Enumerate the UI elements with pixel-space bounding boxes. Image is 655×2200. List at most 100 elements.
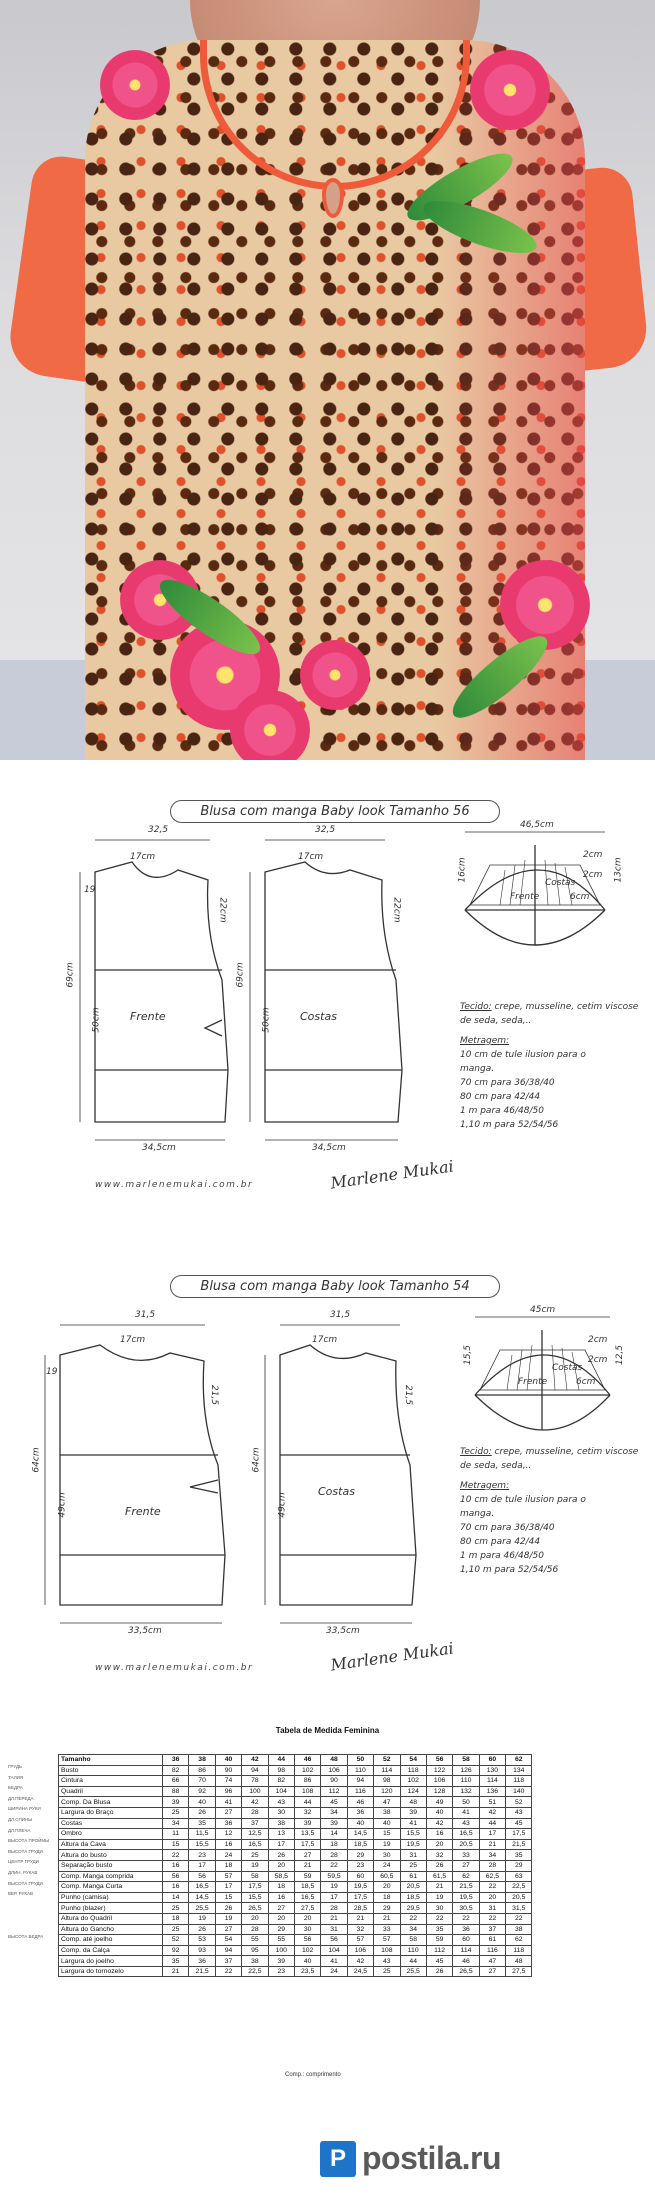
table-cell: 66 [161,1775,190,1787]
size-header-cell: 58 [452,1754,480,1766]
size-header-cell: 40 [214,1754,243,1766]
table-cell: 43 [373,1955,401,1967]
russian-label: ВЕР. РУКАВ [8,1891,34,1897]
table-cell: 16 [161,1881,190,1893]
table-cell: 37 [478,1923,507,1936]
table-cell: 29 [373,1902,401,1914]
table-cell: 18,5 [346,1838,375,1851]
table-cell: 57 [373,1934,401,1946]
table-cell: 95 [241,1944,269,1957]
postila-watermark: P postila.ru [320,2140,502,2177]
table-cell: 48 [505,1955,533,1967]
table-cell: 59 [293,1870,322,1883]
table-cell: 98 [373,1775,401,1787]
watermark-logo-icon: P [320,2140,356,2177]
table-cell: 39 [293,1817,322,1830]
size-header-cell: 52 [373,1754,401,1766]
sleeve-inner-a: 2cm [583,850,603,860]
table-cell: 13,5 [293,1828,322,1840]
table-cell: 39 [399,1806,427,1819]
table-cell: 62 [505,1934,533,1946]
table-cell: 59,5 [320,1870,348,1883]
table-cell: 38 [373,1806,401,1819]
russian-label: ВЫСОТА ГРУДИ [8,1848,43,1854]
flower-print [230,690,310,760]
table-cell: 19 [373,1838,401,1851]
table-cell: 57 [214,1870,243,1883]
table-cell: 21 [320,1912,348,1925]
table-cell: 29,5 [399,1902,427,1914]
table-cell: 28 [241,1923,269,1936]
front-top-width: 32,5 [148,825,169,835]
table-cell: 134 [505,1764,533,1777]
sheet-title: Blusa com manga Baby look Tamanho 56 [170,800,500,823]
table-cell: 39 [267,1955,295,1967]
table-cell: 94 [214,1944,243,1957]
front-piece-label: Frente [125,1505,161,1518]
table-cell: 22 [505,1912,533,1925]
sleeve-back-label: Costas [552,1363,583,1373]
table-cell: 34 [399,1923,427,1936]
row-label: Punho (blazer) [58,1902,163,1914]
table-cell: 106 [425,1775,454,1787]
table-cell: 18,5 [293,1881,322,1893]
table-cell: 36 [346,1806,375,1819]
site-url: www.marlenemukai.com.br [95,1180,254,1190]
table-title: Tabela de Medida Feminina [275,1726,380,1735]
table-cell: 35 [161,1955,190,1967]
table-cell: 120 [373,1785,401,1798]
table-cell: 58 [399,1934,427,1946]
size-header-cell: 48 [320,1754,348,1766]
table-cell: 63 [505,1870,533,1883]
table-cell: 114 [478,1775,507,1787]
back-total-length: 64cm [251,1447,262,1473]
table-cell: 32 [425,1849,454,1861]
back-waist-length: 49cm [277,1492,288,1518]
front-neck-width: 17cm [130,852,156,862]
table-cell: 60,5 [373,1870,401,1883]
sleeve-inner-c: 6cm [576,1377,596,1387]
size-header-cell: 44 [267,1754,295,1766]
table-cell: 21,5 [188,1965,216,1978]
table-cell: 18 [161,1912,190,1925]
table-cell: 24,5 [346,1965,375,1978]
table-cell: 43 [267,1796,295,1808]
table-cell: 44 [293,1796,322,1808]
table-cell: 14,5 [346,1828,375,1840]
table-cell: 42 [346,1955,375,1967]
table-cell: 82 [161,1764,190,1777]
table-cell: 106 [346,1944,375,1957]
table-cell: 27,5 [293,1902,322,1914]
table-cell: 24 [373,1859,401,1872]
sleeve-inner-b: 2cm [583,870,603,880]
sleeve-cap-right: 13cm [613,857,624,883]
back-hem-width: 34,5cm [312,1143,346,1153]
pattern-sheet-size-54: Blusa com manga Baby look Tamanho 54 [0,1255,655,1715]
table-cell: 37 [241,1817,269,1830]
table-cell: 88 [161,1785,190,1798]
table-cell: 108 [373,1944,401,1957]
sleeve-back-label: Costas [545,878,576,888]
flower-print [500,560,590,650]
table-cell: 128 [425,1785,454,1798]
small-mark: 19 [84,885,96,895]
table-cell: 53 [188,1934,216,1946]
table-cell: 27 [293,1849,322,1861]
fabric-notes: Tecido: crepe, musseline, cetim viscose … [460,1445,650,1577]
table-cell: 24 [320,1965,348,1978]
table-cell: 58,5 [267,1870,295,1883]
table-cell: 22 [161,1849,190,1861]
table-cell: 114 [373,1764,401,1777]
flower-print [300,640,370,710]
table-cell: 140 [505,1785,533,1798]
table-cell: 26 [188,1923,216,1936]
yardage-line: 1 m para 46/48/50 [460,1106,544,1116]
table-cell: 25 [373,1965,401,1978]
table-cell: 19 [320,1881,348,1893]
